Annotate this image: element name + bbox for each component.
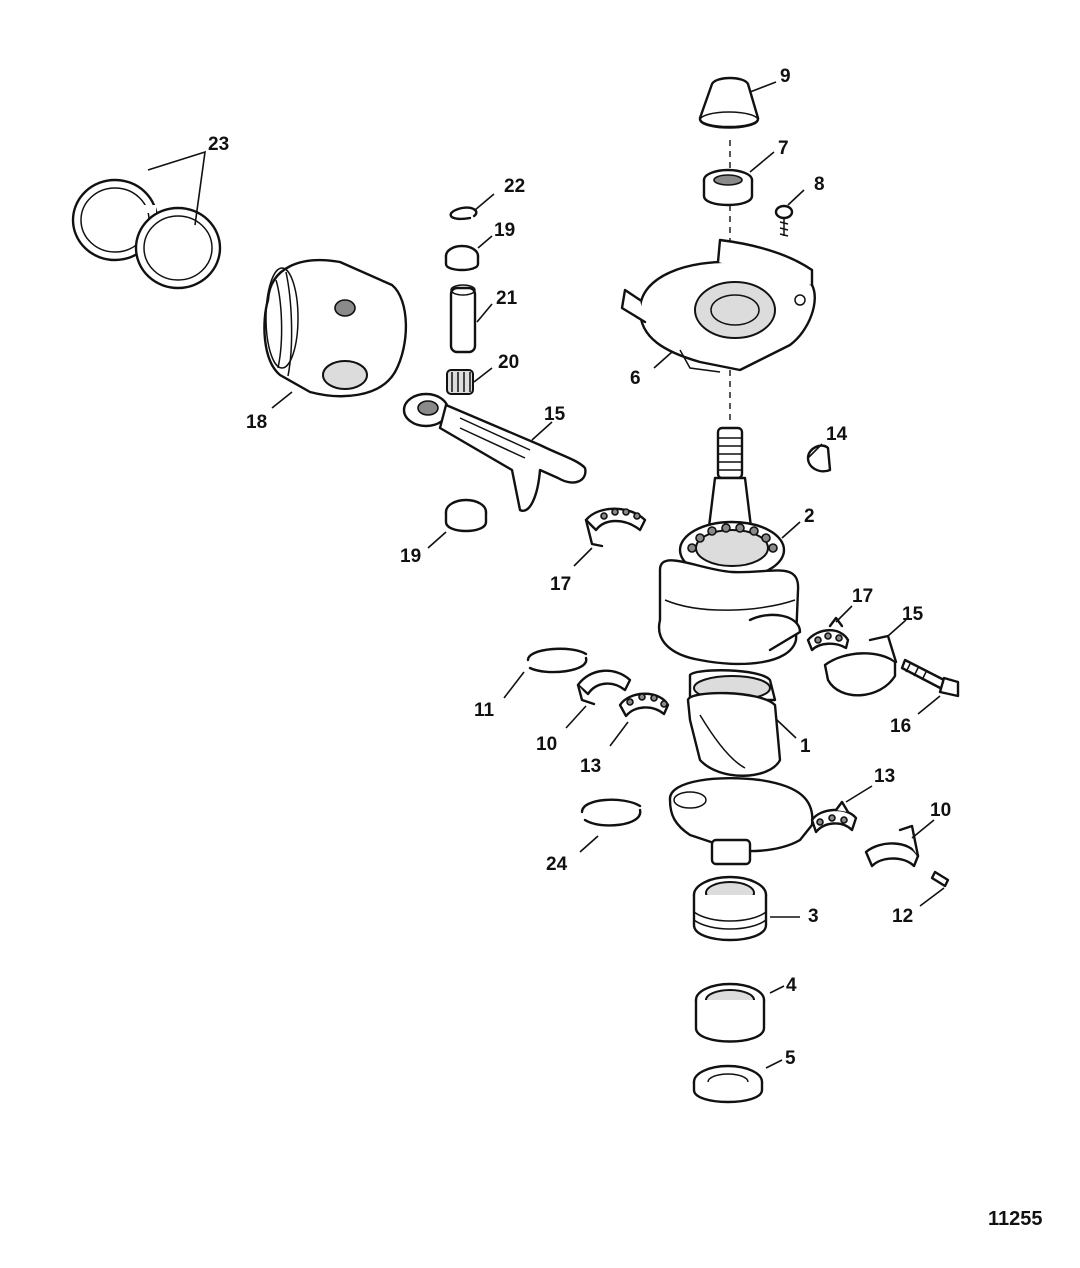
callout-8: 8 bbox=[814, 174, 825, 195]
dowel-pin bbox=[930, 870, 950, 888]
callout-2: 2 bbox=[804, 506, 815, 527]
figure-reference-number: 11255 bbox=[988, 1208, 1043, 1230]
callout-10-left: 10 bbox=[536, 734, 557, 755]
connecting-rod bbox=[402, 392, 587, 512]
crankshaft-top-cap bbox=[698, 76, 760, 129]
rod-bearing-cage-right bbox=[806, 616, 850, 652]
woodruff-key bbox=[806, 444, 832, 473]
crankshaft bbox=[657, 426, 814, 866]
locating-washer-bottom bbox=[444, 498, 488, 533]
upper-end-cap bbox=[620, 238, 816, 373]
callout-19-bottom: 19 bbox=[400, 546, 421, 567]
bearing-race-half-right bbox=[864, 824, 920, 868]
callout-9: 9 bbox=[780, 66, 791, 87]
callout-24: 24 bbox=[546, 854, 568, 875]
leader-lines bbox=[147, 81, 945, 1069]
callout-22: 22 bbox=[504, 176, 525, 197]
lower-bearing-retainer bbox=[692, 875, 768, 942]
callout-13-left: 13 bbox=[580, 756, 601, 777]
lower-needle-bearing bbox=[694, 982, 766, 1043]
callout-13-right: 13 bbox=[874, 766, 895, 787]
callout-17-left: 17 bbox=[550, 574, 571, 595]
callout-10-right: 10 bbox=[930, 800, 951, 821]
oil-seal bbox=[702, 168, 754, 207]
callout-23: 23 bbox=[208, 134, 229, 155]
callout-15-right: 15 bbox=[902, 604, 924, 625]
connecting-rod-cap bbox=[823, 634, 898, 697]
bearing-race-half-left bbox=[576, 669, 632, 706]
callout-3: 3 bbox=[808, 906, 819, 927]
end-cap-screw bbox=[774, 204, 794, 237]
callout-7: 7 bbox=[778, 138, 789, 159]
rod-bearing-cage-left bbox=[584, 507, 647, 548]
callout-labels: 1 2 3 4 5 6 7 8 9 10 10 11 12 13 13 14 1… bbox=[208, 66, 951, 1069]
callout-12: 12 bbox=[892, 906, 913, 927]
wrist-pin bbox=[449, 284, 477, 354]
lower-seal bbox=[692, 1064, 764, 1104]
retaining-ring-lower bbox=[580, 798, 642, 827]
connecting-rod-bolt bbox=[900, 658, 960, 698]
callout-11: 11 bbox=[474, 700, 495, 721]
wrist-pin-circlip bbox=[449, 206, 478, 221]
callout-21: 21 bbox=[496, 288, 518, 309]
piston bbox=[263, 258, 408, 398]
retaining-ring-upper bbox=[526, 647, 588, 674]
bearing-cage-half-right bbox=[810, 800, 858, 834]
callout-4: 4 bbox=[786, 975, 797, 996]
callout-15-left: 15 bbox=[544, 404, 566, 425]
locating-washer-top bbox=[444, 244, 480, 272]
callout-19-top: 19 bbox=[494, 220, 515, 241]
callout-20: 20 bbox=[498, 352, 519, 373]
callout-5: 5 bbox=[785, 1048, 796, 1069]
callout-18: 18 bbox=[246, 412, 267, 433]
callout-14: 14 bbox=[826, 424, 848, 445]
piston-ring-pair bbox=[71, 178, 222, 290]
wrist-pin-needle-bearing bbox=[446, 369, 474, 395]
main-bearing-balls bbox=[687, 523, 778, 553]
callout-17-right: 17 bbox=[852, 586, 873, 607]
callout-16: 16 bbox=[890, 716, 911, 737]
callout-6: 6 bbox=[630, 368, 641, 389]
callout-1: 1 bbox=[800, 736, 811, 757]
bearing-cage-half-left bbox=[618, 692, 670, 718]
